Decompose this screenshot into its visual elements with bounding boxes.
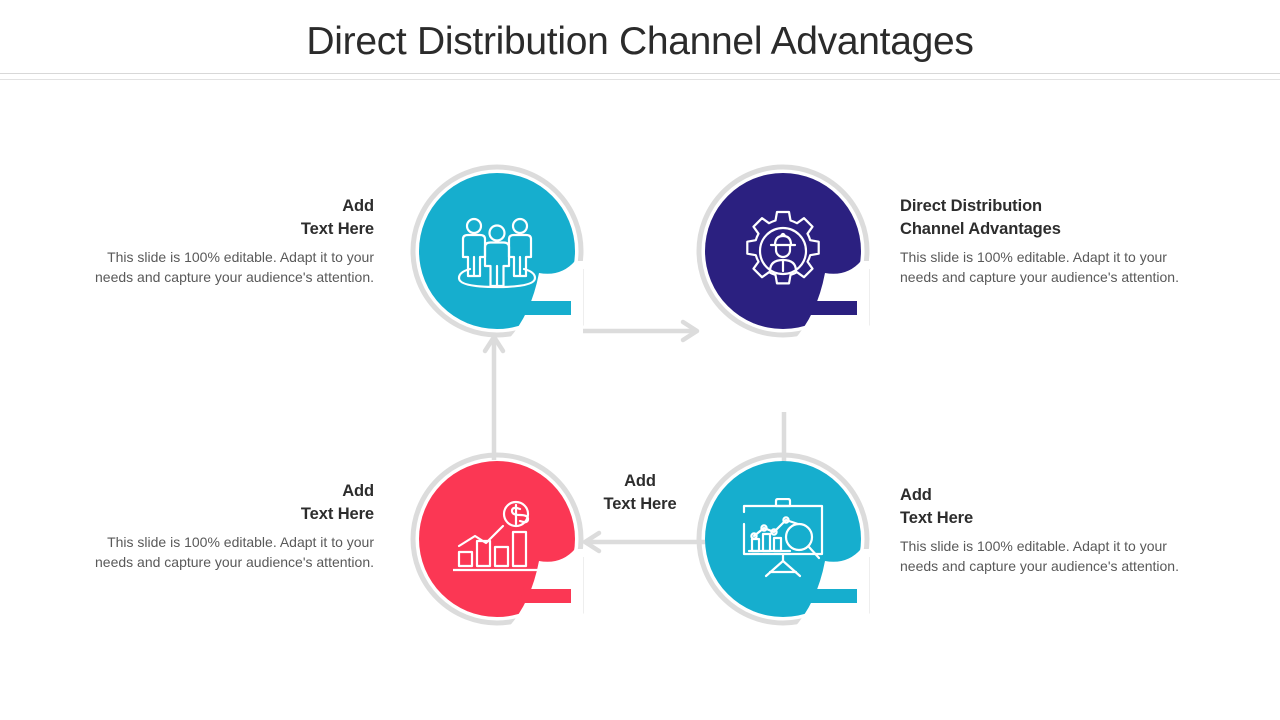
title-line1: Add xyxy=(342,197,374,215)
text-block-body-bottom-right: This slide is 100% editable. Adapt it to… xyxy=(900,538,1179,574)
center-label-line1: Add xyxy=(624,472,656,490)
header-divider-bottom xyxy=(0,79,1280,80)
text-block-bottom-right: Add Text Here This slide is 100% editabl… xyxy=(900,484,1192,576)
text-block-top-left: Add Text Here This slide is 100% editabl… xyxy=(82,195,374,287)
text-block-title-top-right: Direct Distribution Channel Advantages xyxy=(900,195,1192,241)
text-block-title-top-left: Add Text Here xyxy=(82,195,374,241)
connector-arrow-top-left-to-top-right xyxy=(576,319,700,343)
title-line2: Channel Advantages xyxy=(900,220,1061,238)
badge-shape-top-right xyxy=(696,164,870,341)
node-badge-top-right[interactable] xyxy=(696,164,870,341)
text-block-bottom-left: Add Text Here This slide is 100% editabl… xyxy=(82,480,374,572)
slide-header: Direct Distribution Channel Advantages xyxy=(0,0,1280,82)
text-block-title-bottom-left: Add Text Here xyxy=(82,480,374,526)
title-line2: Text Here xyxy=(300,220,374,238)
center-label: Add Text Here xyxy=(540,470,740,516)
text-block-title-bottom-right: Add Text Here xyxy=(900,484,1192,530)
title-line1: Add xyxy=(342,482,374,500)
text-block-body-bottom-left: This slide is 100% editable. Adapt it to… xyxy=(95,534,374,570)
title-line2: Text Here xyxy=(300,505,374,523)
badge-shape-top-left xyxy=(410,164,584,341)
title-line2: Text Here xyxy=(900,509,974,527)
page-title: Direct Distribution Channel Advantages xyxy=(306,20,974,63)
cycle-diagram: Add Text Here xyxy=(0,82,1280,720)
header-divider-top xyxy=(0,73,1280,74)
connector-arrow-bottom-right-to-bottom-left xyxy=(582,530,706,554)
node-badge-top-left[interactable] xyxy=(410,164,584,341)
text-block-body-top-right: This slide is 100% editable. Adapt it to… xyxy=(900,249,1179,285)
center-label-line2: Text Here xyxy=(603,495,677,513)
title-line1: Add xyxy=(900,486,932,504)
connector-arrow-bottom-left-to-top-left xyxy=(482,334,506,460)
text-block-top-right: Direct Distribution Channel Advantages T… xyxy=(900,195,1192,287)
title-line1: Direct Distribution xyxy=(900,197,1043,215)
text-block-body-top-left: This slide is 100% editable. Adapt it to… xyxy=(95,249,374,285)
